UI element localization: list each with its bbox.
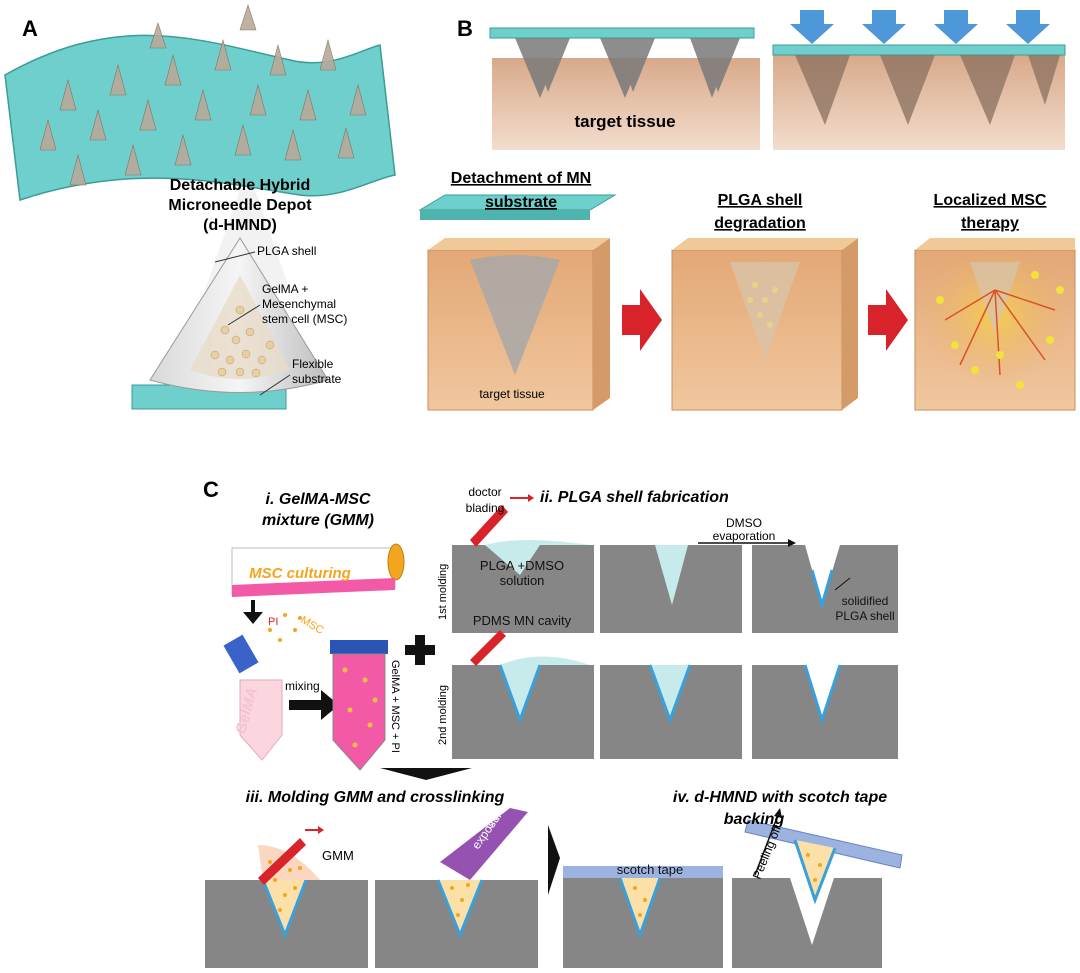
c-pdms: PDMS MN cavity (473, 613, 572, 628)
panel-b-step3 (914, 238, 1076, 411)
a-label-gelma-3: stem cell (MSC) (262, 312, 347, 326)
c-dmso-2: evaporation (713, 529, 776, 543)
c-sec4-2: backing (724, 811, 785, 828)
panel-b-top-right (772, 10, 1066, 150)
c-pi: PI (268, 616, 278, 628)
c-dmso-1: DMSO (726, 516, 762, 530)
c-scotch: scotch tape (617, 862, 684, 877)
c-gmm: GMM (322, 848, 354, 863)
c-sec3: iii. Molding GMM and crosslinking (246, 789, 505, 806)
panel-c-gmm (205, 808, 560, 968)
c-msc-culturing: MSC culturing (249, 565, 351, 582)
panel-a-letter: A (22, 16, 38, 41)
panel-b-top-left (489, 27, 760, 150)
callout-lines (214, 251, 291, 396)
c-mixing: mixing (285, 679, 320, 693)
c-solid-2: PLGA shell (835, 609, 894, 623)
panel-c-letter: C (203, 477, 219, 502)
arrow-b2 (868, 289, 908, 351)
b-step3-2: therapy (961, 215, 1019, 232)
panel-b-letter: B (457, 16, 473, 41)
a-label-shell: PLGA shell (257, 244, 316, 258)
patch-microneedles (39, 4, 367, 186)
press-arrows (790, 10, 1050, 44)
c-doctor-1: doctor (468, 485, 501, 499)
patch-right (772, 44, 1066, 56)
panel-b-step2 (671, 238, 858, 411)
msc-cells (210, 305, 275, 378)
b-step3-1: Localized MSC (934, 192, 1047, 209)
a-title-2: Microneedle Depot (168, 197, 312, 214)
c-first-molding: 1st molding (437, 564, 449, 620)
a-title-3: (d-HMND) (203, 217, 277, 234)
a-title-1: Detachable Hybrid (170, 177, 310, 194)
needles-left (515, 38, 740, 98)
c-tube-label: GelMA + MSC + PI (389, 660, 401, 753)
panel-b-step1 (418, 194, 617, 411)
c-plga-2: solution (500, 573, 545, 588)
panel-c-culture (223, 543, 472, 780)
needles-right (795, 55, 1060, 125)
panel-a (4, 4, 396, 410)
a-label-sub-1: Flexible (292, 357, 334, 371)
a-label-gelma-2: Mesenchymal (262, 297, 336, 311)
c-plga-1: PLGA +DMSO (480, 558, 564, 573)
b-step2-2: degradation (714, 215, 806, 232)
b-step1-2: substrate (485, 194, 557, 211)
c-solid-1: solidified (842, 594, 889, 608)
b-step1-1: Detachment of MN (451, 170, 591, 187)
text-layer: A B C Detachable Hybrid Microneedle Depo… (22, 16, 1047, 881)
patch-left (489, 27, 755, 39)
step1-cone (470, 255, 560, 375)
b-target-tissue-box: target tissue (479, 387, 545, 401)
panel-c-plga (452, 494, 898, 759)
c-sec2: ii. PLGA shell fabrication (540, 489, 729, 506)
a-label-gelma-1: GelMA + (262, 282, 308, 296)
c-second-molding: 2nd molding (437, 685, 449, 745)
b-target-tissue-top: target tissue (574, 112, 675, 131)
arrow-b1 (622, 289, 662, 351)
c-doctor-2: blading (466, 501, 505, 515)
c-sec4-1: iv. d-HMND with scotch tape (673, 789, 887, 806)
a-label-sub-2: substrate (292, 372, 342, 386)
b-step2-1: PLGA shell (718, 192, 803, 209)
c-sec1-1: i. GelMA-MSC (266, 491, 371, 508)
panel-c-tape (563, 808, 903, 968)
c-sec1-2: mixture (GMM) (262, 512, 374, 529)
c-msc: MSC (299, 614, 326, 637)
